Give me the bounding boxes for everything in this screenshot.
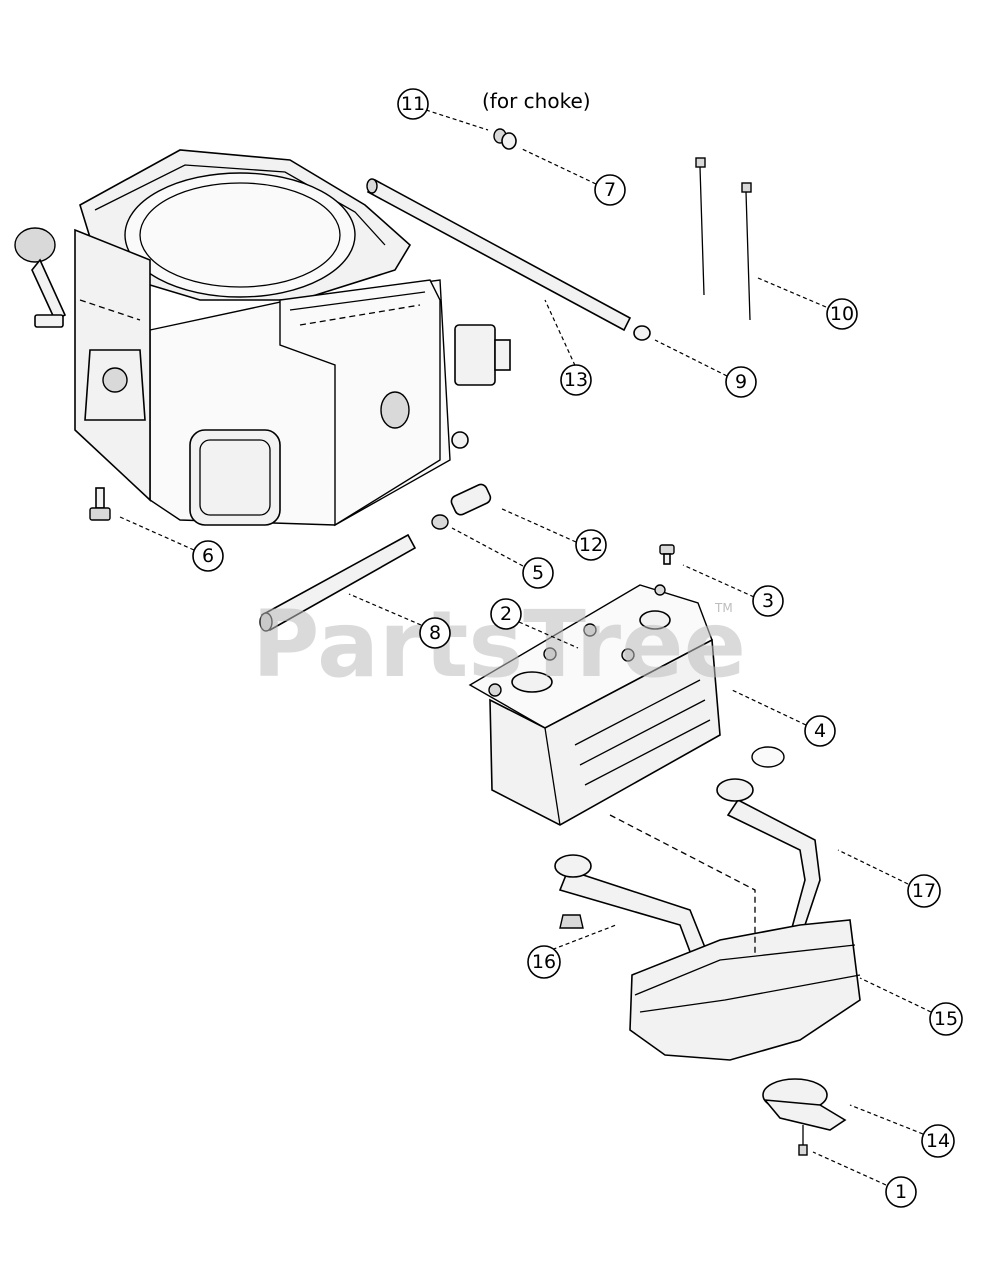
fuel-hose-long — [366, 178, 632, 332]
svg-text:8: 8 — [429, 622, 441, 644]
callout-14: 14 — [921, 1124, 955, 1158]
engine-fitting — [454, 324, 511, 386]
spark-deflector — [762, 1078, 847, 1156]
svg-text:2: 2 — [500, 603, 512, 625]
callout-9: 9 — [725, 366, 757, 398]
callout-6: 6 — [192, 540, 224, 572]
svg-text:15: 15 — [934, 1008, 958, 1030]
callout-15: 15 — [929, 1002, 963, 1036]
exhaust-pipe-right — [716, 746, 821, 942]
svg-text:17: 17 — [912, 880, 936, 902]
mounting-bolt — [89, 487, 111, 521]
oil-filter — [189, 429, 281, 526]
svg-text:5: 5 — [532, 562, 544, 584]
callout-10: 10 — [826, 298, 858, 330]
callout-1: 1 — [885, 1176, 917, 1208]
callout-13: 13 — [560, 364, 592, 396]
callout-4: 4 — [804, 715, 836, 747]
fuel-hose-short — [259, 533, 417, 632]
choke-note: (for choke) — [482, 89, 591, 113]
svg-text:14: 14 — [926, 1130, 950, 1152]
svg-text:4: 4 — [814, 720, 826, 742]
svg-text:6: 6 — [202, 545, 214, 567]
choke-lever — [14, 227, 67, 328]
callout-16: 16 — [527, 945, 561, 979]
callout-5: 5 — [522, 557, 554, 589]
leader-lines — [119, 109, 932, 1186]
fuel-switch — [431, 483, 492, 530]
svg-text:16: 16 — [532, 951, 556, 973]
callout-8: 8 — [419, 617, 451, 649]
svg-text:TM: TM — [714, 601, 733, 615]
heat-shield — [468, 584, 721, 826]
callout-11: 11 — [397, 88, 429, 120]
exhaust-pipe-left — [554, 854, 712, 967]
engine-assembly — [14, 149, 511, 527]
hose-clamp — [633, 325, 651, 341]
callout-7: 7 — [594, 174, 626, 206]
svg-text:12: 12 — [579, 534, 603, 556]
callout-2: 2 — [490, 598, 522, 630]
svg-text:13: 13 — [564, 369, 588, 391]
svg-text:7: 7 — [604, 179, 616, 201]
choke-fitting — [493, 128, 517, 150]
svg-text:3: 3 — [762, 590, 774, 612]
callout-12: 12 — [575, 529, 607, 561]
assembly-centerline — [609, 814, 756, 955]
svg-text:9: 9 — [735, 371, 747, 393]
svg-text:11: 11 — [401, 93, 425, 115]
svg-text:10: 10 — [830, 303, 854, 325]
callout-3: 3 — [752, 585, 784, 617]
shield-bolt — [659, 544, 675, 565]
callout-17: 17 — [907, 874, 941, 908]
muffler — [629, 919, 861, 1061]
svg-text:1: 1 — [895, 1181, 907, 1203]
cable-ties — [695, 157, 752, 321]
